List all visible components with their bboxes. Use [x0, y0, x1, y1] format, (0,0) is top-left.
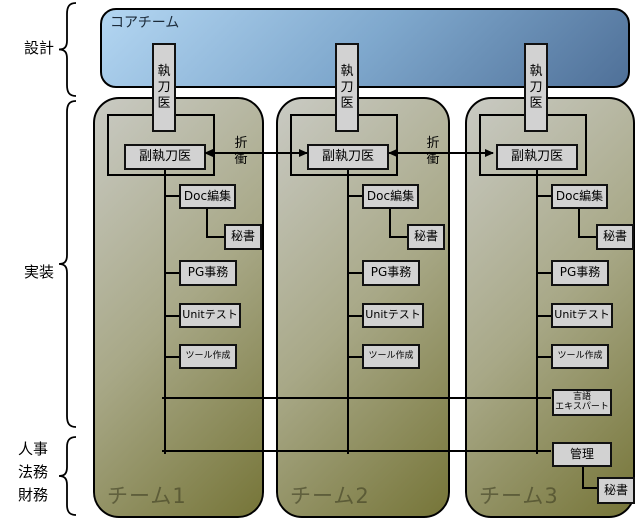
team-2-surgeon-box: 執刀医: [335, 43, 359, 132]
team-1-container: 執刀医 副執刀医 Doc編集 秘書 PG事務 Unitテスト ツール作成 チーム…: [93, 43, 264, 518]
team-1-surgeon-label: 執刀医: [157, 63, 171, 111]
section-label-implementation: 実装: [23, 263, 54, 281]
implementation-brace: [58, 100, 77, 428]
team-1-tool-creation-box: ツール作成: [179, 344, 237, 369]
arrow-1-right-head-icon: [299, 149, 308, 157]
team-2-pg-admin-box: PG事務: [362, 260, 420, 286]
negotiation-label-2: 折衝: [426, 136, 440, 167]
language-expert-cross-line: [162, 397, 551, 399]
team-3-tool-connector: [537, 356, 552, 358]
negotiation-arrow-1: [205, 152, 307, 154]
admin-label-finance: 財務: [17, 486, 48, 504]
team-3-language-expert-box: 言語 エキスパート: [552, 389, 612, 416]
team-3-unit-connector: [537, 315, 552, 317]
team-3-deputy-surgeon-box: 副執刀医: [496, 144, 578, 170]
team-1-name: チーム1: [107, 484, 187, 508]
team-3-doc-editing-box: Doc編集: [551, 184, 608, 209]
team-1-trunk-line: [164, 170, 166, 454]
team-3-container: 執刀医 副執刀医 Doc編集 秘書 PG事務 Unitテスト ツール作成 言語 …: [465, 43, 635, 518]
team-1-secretary-box: 秘書: [224, 224, 262, 250]
team-2-tool-creation-box: ツール作成: [362, 344, 420, 369]
team-2-secretary-box: 秘書: [407, 224, 445, 250]
team-3-secretary-connector-v: [578, 209, 580, 238]
team-2-secretary-connector-h: [389, 236, 408, 238]
team-3-tool-creation-box: ツール作成: [551, 344, 609, 369]
team-3-management-secretary-connector-v: [582, 467, 584, 489]
team-2-tool-connector: [348, 356, 363, 358]
admin-brace: [58, 436, 77, 516]
section-label-admin: 人事 法務 財務: [0, 438, 48, 507]
section-label-design: 設計: [23, 39, 54, 57]
team-3-management-secretary-connector-h: [582, 487, 598, 489]
team-3-secretary-connector-h: [578, 236, 597, 238]
team-3-management-secretary-box: 秘書: [597, 477, 635, 504]
team-3-doc-connector: [537, 195, 552, 197]
team-3-language-expert-line1: 言語: [572, 391, 591, 402]
core-team-box: [100, 8, 630, 88]
team-2-doc-editing-box: Doc編集: [362, 184, 419, 209]
team-2-doc-connector: [348, 195, 363, 197]
team-3-secretary-box: 秘書: [596, 224, 634, 250]
team-1-pg-connector: [165, 272, 180, 274]
admin-label-hr: 人事: [17, 440, 48, 458]
team-3-pg-connector: [537, 272, 552, 274]
negotiation-label-1: 折衝: [234, 136, 248, 167]
team-2-surgeon-label: 執刀医: [340, 63, 354, 111]
arrow-2-left-head-icon: [388, 149, 397, 157]
team-2-unit-connector: [348, 315, 363, 317]
team-3-name: チーム3: [479, 484, 559, 508]
team-1-unit-test-box: Unitテスト: [179, 303, 241, 328]
team-1-surgeon-box: 執刀医: [152, 43, 176, 132]
design-brace: [58, 2, 77, 97]
team-1-unit-connector: [165, 315, 180, 317]
team-3-management-box: 管理: [552, 442, 612, 467]
team-1-secretary-connector-v: [206, 209, 208, 238]
team-2-unit-test-box: Unitテスト: [362, 303, 424, 328]
team-3-language-expert-line2: エキスパート: [555, 401, 609, 412]
team-1-doc-connector: [165, 195, 180, 197]
arrow-2-right-head-icon: [485, 149, 494, 157]
team-2-trunk-line: [347, 170, 349, 454]
team-1-doc-editing-box: Doc編集: [179, 184, 236, 209]
team-1-tool-connector: [165, 356, 180, 358]
team-3-unit-test-box: Unitテスト: [551, 303, 613, 328]
team-1-secretary-connector-h: [206, 236, 225, 238]
arrow-1-left-head-icon: [204, 149, 213, 157]
admin-label-legal: 法務: [17, 463, 48, 481]
team-3-surgeon-label: 執刀医: [529, 63, 543, 111]
team-3-surgeon-box: 執刀医: [524, 43, 548, 132]
team-2-name: チーム2: [290, 484, 370, 508]
team-2-container: 執刀医 副執刀医 Doc編集 秘書 PG事務 Unitテスト ツール作成 チーム…: [276, 43, 450, 518]
management-cross-line: [162, 450, 551, 452]
team-2-pg-connector: [348, 272, 363, 274]
negotiation-arrow-2: [389, 152, 493, 154]
team-1-pg-admin-box: PG事務: [179, 260, 237, 286]
team-2-deputy-surgeon-box: 副執刀医: [307, 144, 389, 170]
team-1-deputy-surgeon-box: 副執刀医: [124, 144, 206, 170]
team-2-secretary-connector-v: [389, 209, 391, 238]
team-3-trunk-line: [536, 170, 538, 454]
team-3-pg-admin-box: PG事務: [551, 260, 609, 286]
core-team-title: コアチーム: [110, 15, 180, 31]
